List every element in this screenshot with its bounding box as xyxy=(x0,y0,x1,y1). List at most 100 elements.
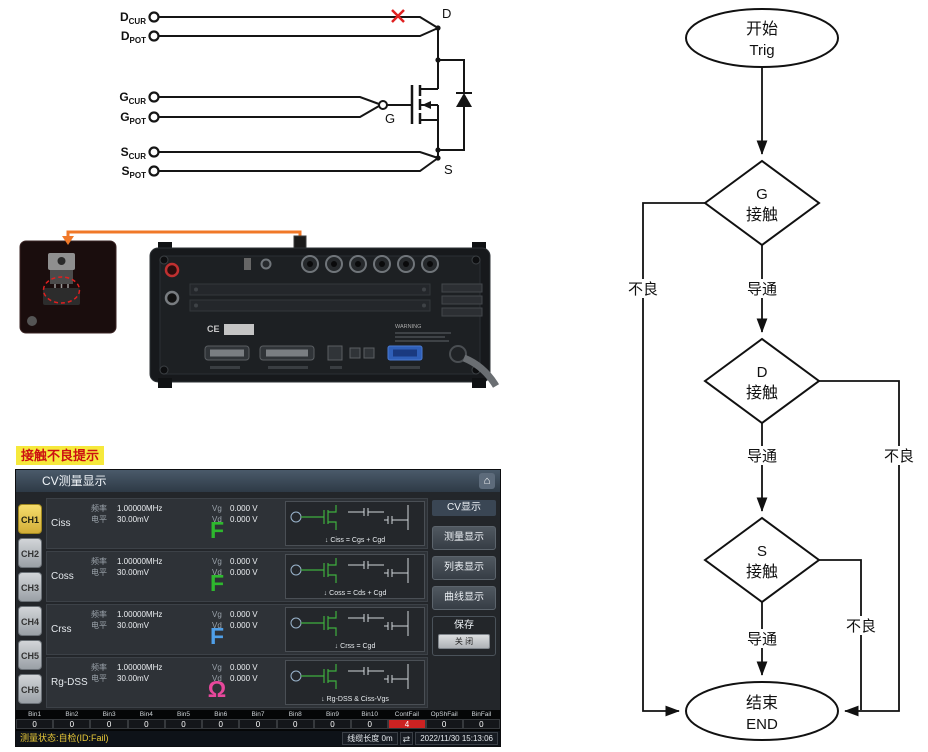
thumbnail-caption: Ciss = Cgs + Cgd xyxy=(330,537,386,544)
menu-header-cv[interactable]: CV显示 xyxy=(432,500,496,516)
save-label: 保存 xyxy=(454,620,474,631)
vd-value: 0.000 V xyxy=(230,515,258,524)
row-name: Coss xyxy=(51,571,74,582)
thumbnail-schematic xyxy=(290,558,409,583)
terminal-label-dpot: DPOT xyxy=(121,29,146,45)
bottom-connectors xyxy=(204,345,500,388)
edge-label-ok-g: 导通 xyxy=(745,279,779,298)
terminal-label-spot: SPOT xyxy=(122,164,147,180)
svg-text:END: END xyxy=(746,716,778,733)
vd-label: Vd xyxy=(212,515,222,524)
gate-node xyxy=(378,100,388,110)
freq-value: 1.00000MHz xyxy=(117,663,163,672)
channel-tab-ch2[interactable]: CH2 xyxy=(18,538,42,568)
circuit-wires xyxy=(159,16,465,172)
channel-tab-ch4[interactable]: CH4 xyxy=(18,606,42,636)
level-value: 30.00mV xyxy=(117,568,150,577)
vd-value: 0.000 V xyxy=(230,568,258,577)
flow-decision-d: D 接触 xyxy=(703,337,821,425)
menu-button-list-display[interactable]: 列表显示 xyxy=(432,556,496,580)
screen-title: CV测量显示 xyxy=(42,474,107,488)
rear-panel-photo: CE WARNING xyxy=(19,230,500,388)
power-cable xyxy=(462,354,500,388)
freq-value: 1.00000MHz xyxy=(117,557,163,566)
thumbnail-schematic xyxy=(290,664,409,689)
vd-label: Vd xyxy=(212,621,222,630)
terminal-label-scur: SCUR xyxy=(121,145,147,161)
warning-label: WARNING xyxy=(395,324,421,330)
contfail-count: 4 xyxy=(388,719,426,729)
edge-label-bad-s: 不良 xyxy=(844,616,878,635)
channel-tab-ch3[interactable]: CH3 xyxy=(18,572,42,602)
terminal-label-gcur: GCUR xyxy=(119,90,146,106)
circuit-thumbnail: ↓Crss = Cgd xyxy=(285,607,425,652)
screen-titlebar: CV测量显示 ⌂ xyxy=(16,470,500,492)
svg-text:导通: 导通 xyxy=(747,281,777,298)
flow-start-node: 开始 Trig xyxy=(685,8,839,68)
terminal-label-gpot: GPOT xyxy=(120,110,146,126)
thumbnail-schematic xyxy=(290,505,409,530)
level-value: 30.00mV xyxy=(117,515,150,524)
home-icon[interactable]: ⌂ xyxy=(479,473,495,489)
circuit-thumbnail: ↓Rg-DSS & Ciss-Vgs xyxy=(285,660,425,705)
power-inlet xyxy=(449,345,467,363)
flow-decision-s: S 接触 xyxy=(703,516,821,604)
menu-button-measure-display[interactable]: 测量显示 xyxy=(432,526,496,550)
switch xyxy=(244,258,251,270)
row-name: Crss xyxy=(51,624,72,635)
kelvin-circuit-diagram: DCUR DPOT GCUR GPOT SCUR SPOT D G S xyxy=(119,6,472,180)
vg-label: Vg xyxy=(212,663,222,672)
vg-value: 0.000 V xyxy=(230,557,258,566)
channel-tab-ch5[interactable]: CH5 xyxy=(18,640,42,670)
ce-mark: CE xyxy=(207,324,220,334)
thumbnail-caption: Rg-DSS & Ciss-Vgs xyxy=(326,696,389,703)
svg-text:Trig: Trig xyxy=(749,42,774,59)
svg-text:G: G xyxy=(756,186,768,203)
svg-text:不良: 不良 xyxy=(628,281,658,298)
vg-label: Vg xyxy=(212,610,222,619)
vd-label: Vd xyxy=(212,568,222,577)
svg-text:导通: 导通 xyxy=(747,448,777,465)
cv-measure-screen: CV测量显示 ⌂ CH1 CH2 CH3 CH4 CH5 CH6 Ciss 频率… xyxy=(15,469,501,747)
channel-tab-ch1[interactable]: CH1 xyxy=(18,504,42,534)
down-arrow-icon: ↓ xyxy=(324,537,329,544)
edge-label-bad-d: 不良 xyxy=(882,446,916,465)
svg-text:不良: 不良 xyxy=(846,618,876,635)
unit-indicator: F xyxy=(209,570,225,596)
save-sub-button[interactable]: 关 闭 xyxy=(438,634,490,649)
menu-button-curve-display[interactable]: 曲线显示 xyxy=(432,586,496,610)
svg-text:接触: 接触 xyxy=(746,206,778,224)
svg-text:不良: 不良 xyxy=(884,448,914,465)
level-label: 电平 xyxy=(91,621,107,630)
svg-text:结束: 结束 xyxy=(746,694,778,712)
vg-label: Vg xyxy=(212,557,222,566)
clock: 2022/11/30 15:13:06 xyxy=(415,732,498,745)
svg-text:接触: 接触 xyxy=(746,563,778,581)
vg-label: Vg xyxy=(212,504,222,513)
down-arrow-icon: ↓ xyxy=(323,590,328,597)
body-diode xyxy=(456,92,472,107)
flow-edges xyxy=(642,67,900,717)
status-message: 测量状态:自检(ID:Fail) xyxy=(20,733,109,743)
down-arrow-icon: ↓ xyxy=(334,643,339,650)
blank-slot-plates xyxy=(189,283,483,317)
usb-icon: ⇄ xyxy=(399,732,414,745)
thumbnail-schematic xyxy=(290,611,409,636)
channel-tab-ch6[interactable]: CH6 xyxy=(18,674,42,704)
vd-value: 0.000 V xyxy=(230,621,258,630)
edge-label-ok-s: 导通 xyxy=(745,629,779,648)
freq-label: 频率 xyxy=(91,557,107,566)
level-label: 电平 xyxy=(91,515,107,524)
unit-indicator: F xyxy=(209,517,225,543)
level-value: 30.00mV xyxy=(117,621,150,630)
row-name: Ciss xyxy=(51,518,71,529)
svg-text:S: S xyxy=(757,543,767,560)
broken-contact-x-icon xyxy=(391,9,405,23)
terminal-label-dcur: DCUR xyxy=(120,10,146,26)
red-binding-post xyxy=(164,262,180,278)
edge-label-bad-g: 不良 xyxy=(626,279,660,298)
